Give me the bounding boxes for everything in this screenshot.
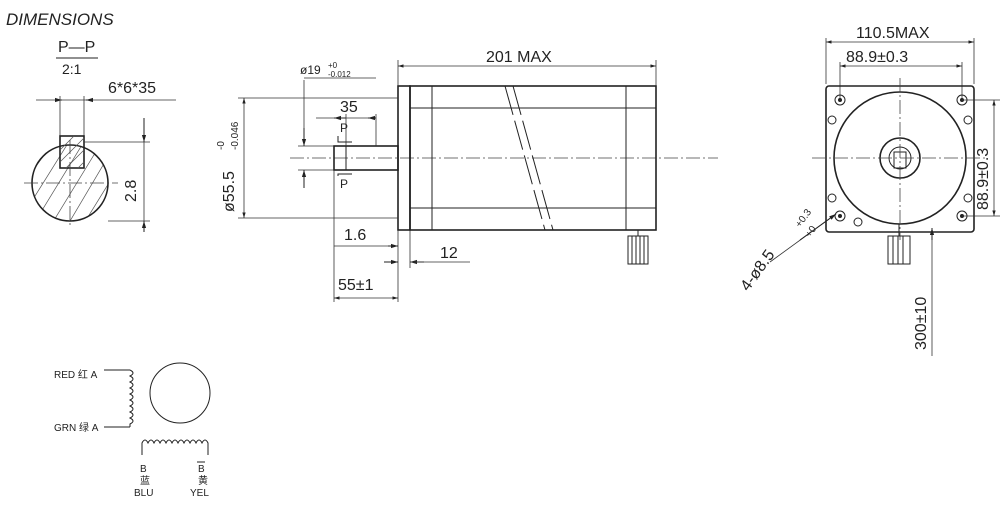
wire-bbar-cn: 黄: [198, 474, 208, 487]
bolt-spacing-horizontal: 88.9±0.3: [846, 49, 908, 66]
title: DIMENSIONS: [6, 10, 114, 29]
key-depth: 2.8: [123, 180, 140, 202]
overall-width: 110.5MAX: [856, 25, 930, 42]
length-label: 201 MAX: [486, 49, 552, 66]
wire-a-label: RED 红 A: [54, 368, 98, 381]
pilot-tol-lower: -0.012: [328, 70, 351, 79]
shaft-length: 55±1: [338, 277, 374, 294]
section-mark-top: P: [340, 121, 348, 135]
section-mark-bottom: P: [340, 177, 348, 191]
key-size: 6*6*35: [108, 80, 156, 97]
lead-length: 300±10: [913, 297, 930, 350]
section-view: P—P 2:1 6*6*35: [24, 39, 176, 232]
section-scale: 2:1: [62, 61, 82, 77]
wire-abar-label: GRN 绿 A: [54, 421, 99, 434]
wiring-diagram: RED 红 A GRN 绿 A B 蓝 BLU B 黄 YEL: [54, 362, 211, 499]
wire-b-color: BLU: [134, 488, 153, 499]
bolt-spacing-vertical: 88.9±0.3: [975, 148, 992, 210]
diameter-main: ø55.5: [221, 171, 238, 212]
section-name: P—P: [58, 39, 95, 56]
diameter-tol-lower: -0.046: [230, 121, 241, 150]
side-view: 201 MAX ø19 +0 -0.012 ø55.5 -0 -0.046 35…: [216, 49, 718, 302]
mounting-holes: 4-ø8.5: [737, 247, 778, 294]
key-length: 35: [340, 99, 358, 116]
diameter-tol-upper: -0: [216, 141, 227, 150]
wire-b-code: B: [140, 464, 147, 475]
pilot-tol-upper: +0: [328, 61, 338, 70]
flange-thickness: 12: [440, 245, 458, 262]
pilot-diameter: ø19: [300, 63, 321, 77]
front-view: 110.5MAX 88.9±0.3: [737, 25, 1000, 356]
flange-gap: 1.6: [344, 227, 366, 244]
wire-bbar-code: B: [198, 464, 205, 475]
holes-tol-lower: +0: [804, 224, 820, 240]
wire-bbar-color: YEL: [190, 488, 209, 499]
wire-b-cn: 蓝: [140, 475, 150, 487]
